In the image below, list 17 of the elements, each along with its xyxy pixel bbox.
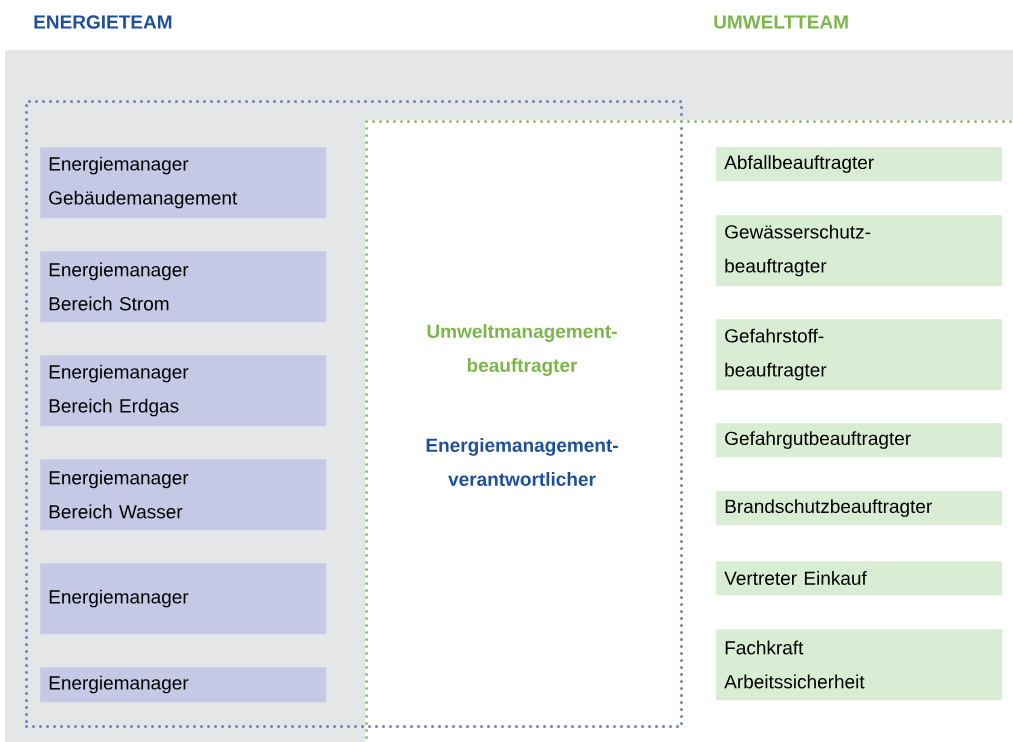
role-box: Gewässerschutz-beauftragter — [716, 215, 1003, 287]
role-box: Energiemanager — [40, 563, 327, 635]
role-box: Energiemanager Bereich Erdgas — [40, 355, 327, 427]
role-box: Gefahrstoff-beauftragter — [716, 319, 1003, 391]
role-box: Vertreter Einkauf — [716, 561, 1003, 596]
role-box: Gefahrgutbeauftragter — [716, 423, 1003, 458]
role-box: Energiemanager Bereich Wasser — [40, 459, 327, 531]
role-box: Energiemanager Bereich Strom — [40, 251, 327, 323]
team-heading: UMWELTTEAM — [714, 15, 848, 29]
role-box: Fachkraft Arbeitssicherheit — [716, 629, 1003, 701]
role-box: Brandschutzbeauftragter — [716, 491, 1003, 526]
role-box: Abfallbeauftragter — [716, 147, 1003, 182]
role-box: Energiemanager — [40, 667, 327, 703]
role-title: Energiemanagement-verantwortlicher — [426, 438, 618, 486]
team-heading: ENERGIETEAM — [34, 15, 172, 29]
role-box: Energiemanager Gebäudemanagement — [40, 147, 327, 219]
role-title: Umweltmanagement-beauftragter — [427, 324, 617, 376]
